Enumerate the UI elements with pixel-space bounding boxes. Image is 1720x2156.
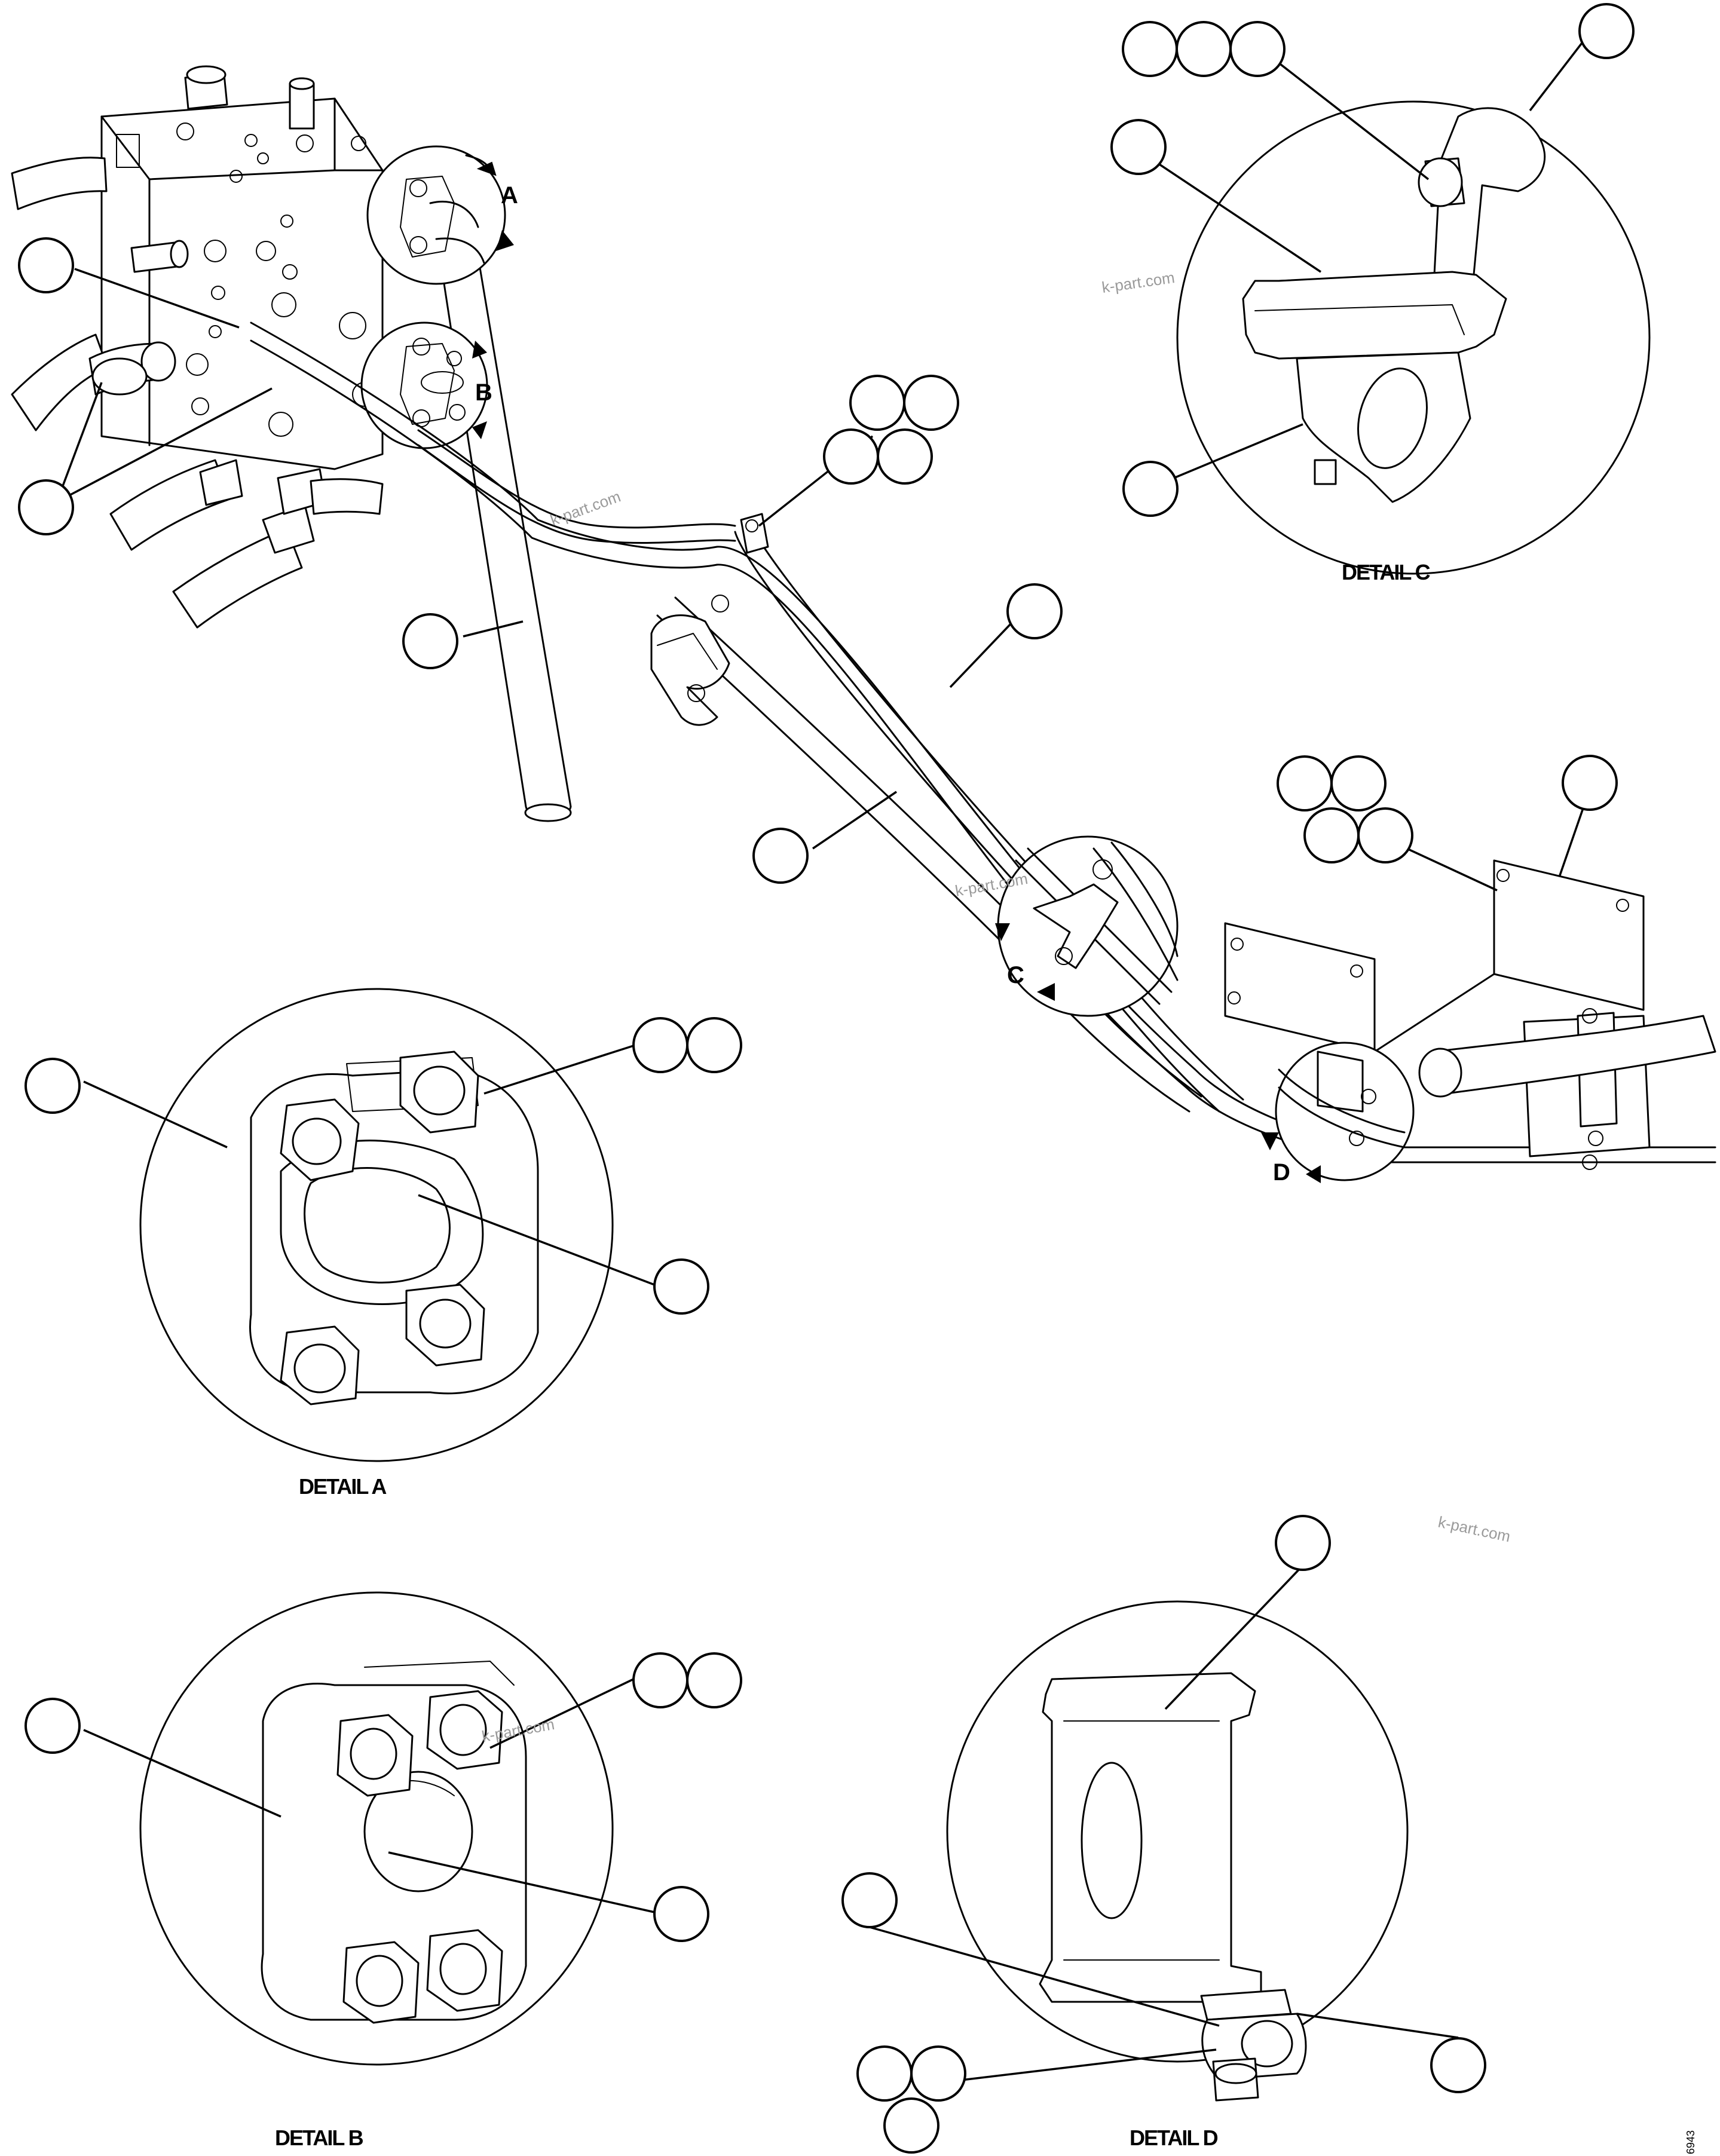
left-hoses [11,157,384,629]
detail-d-marker: D [1261,1042,1415,1186]
flange-bolt-b3 [342,1941,420,2024]
balloon-bracket-hw-4 [1357,807,1413,863]
balloon-detail-d-hw-1 [856,2045,913,2102]
balloon-pressure-hose [402,613,458,669]
flange-bolt-a2 [399,1051,479,1134]
flange-bolt-a4 [405,1284,485,1367]
valve-block [100,65,384,470]
balloon-detail-d-hw-2 [910,2045,966,2102]
balloon-clamp-1 [849,375,905,431]
flange-bolt-a3 [280,1325,360,1405]
detail-c-caption: DETAIL C [1342,560,1431,584]
balloon-detail-a-bolt-1 [632,1017,688,1073]
detail-b-marker: B [360,321,492,449]
flange-bolt-b1 [336,1714,414,1797]
steel-tubes [250,321,1716,1163]
balloon-hose-connections [18,479,74,535]
balloon-bracket-hw-2 [1330,755,1387,811]
balloon-detail-a-bolt-2 [686,1017,742,1073]
balloon-detail-d-hw-3 [883,2097,939,2154]
balloon-detail-c-clip [1578,3,1635,59]
balloon-bracket-hw-3 [1303,807,1360,863]
balloon-detail-c-hw-3 [1229,21,1286,77]
detail-c-marker: C [995,835,1179,1017]
watermark-2: k-part.com [548,487,623,529]
view-letter-b: B [475,379,492,406]
detail-d-view [946,1600,1409,2102]
detail-b-caption: DETAIL B [275,2126,363,2150]
detail-a-marker: A [366,145,518,285]
balloon-detail-b-flange [25,1698,81,1754]
tube-clamp-upper [740,513,769,554]
watermark-3: k-part.com [1437,1513,1512,1546]
detail-d-caption: DETAIL D [1130,2126,1218,2150]
flange-bolt-b4 [426,1929,503,2012]
mounting-bracket [1224,859,1716,1170]
view-letter-c: C [1007,962,1024,988]
detail-c-view [1176,100,1651,575]
view-letter-a: A [501,182,518,209]
balloon-mounting-bracket [1562,755,1618,811]
balloon-detail-c-hw-1 [1122,21,1178,77]
detail-a-view [139,988,614,1462]
balloon-clamp-2 [903,375,959,431]
balloon-detail-b-bolt-2 [686,1652,742,1708]
balloon-tube-upper [1006,583,1063,639]
balloon-detail-b-bolt-1 [632,1652,688,1708]
balloon-detail-a-oring [653,1258,709,1315]
leader-lines [56,32,1591,2084]
balloon-detail-c-hw-2 [1176,21,1232,77]
balloon-tube-lower [752,828,809,884]
detail-a-caption: DETAIL A [299,1474,387,1499]
balloon-clamp-3 [823,428,879,485]
balloon-detail-d-block [1275,1515,1331,1571]
flange-bolt-a1 [280,1098,360,1181]
balloon-detail-d-clamp [1430,2037,1486,2093]
drawing-code: 6943 [1685,2130,1697,2154]
balloon-bracket-hw-1 [1277,755,1333,811]
balloon-detail-d-plate [841,1872,898,1928]
tube-clamp-middle [650,595,730,726]
flange-bolt-b2 [426,1690,503,1770]
detail-b-view [139,1591,614,2066]
balloon-clamp-4 [877,428,933,485]
balloon-detail-a-flange [25,1058,81,1114]
view-letter-d: D [1273,1159,1290,1186]
reference-balloons [18,3,1635,2154]
balloon-detail-c-clamp [1122,461,1179,517]
watermark-1: k-part.com [1101,268,1176,296]
balloon-detail-b-oring [653,1886,709,1942]
balloon-detail-c-plate [1110,119,1167,175]
balloon-valve-fitting [18,237,74,293]
